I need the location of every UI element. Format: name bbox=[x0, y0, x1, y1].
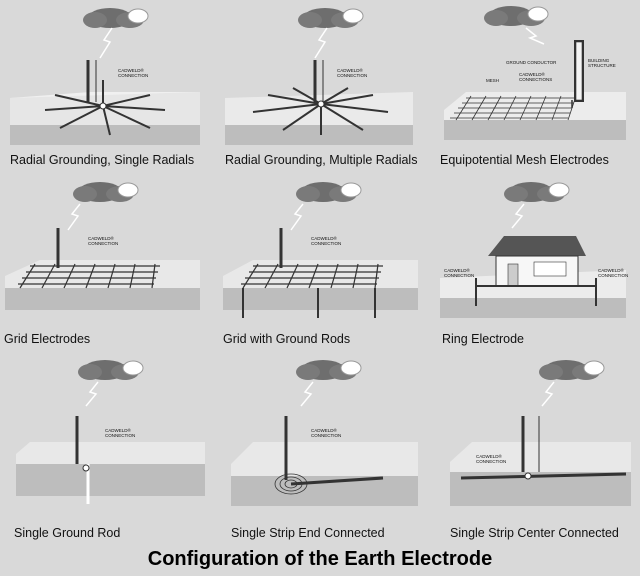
ring-conductor bbox=[475, 278, 597, 306]
panel-caption: Grid Electrodes bbox=[4, 332, 91, 346]
storm-cloud-icon bbox=[504, 182, 570, 202]
panel-strip-end: CADWELD® CONNECTION Single Strip End Con… bbox=[213, 356, 426, 540]
panel-caption: Single Strip Center Connected bbox=[450, 526, 619, 540]
ground-strip bbox=[290, 476, 384, 486]
panel-caption: Grid with Ground Rods bbox=[223, 332, 351, 346]
storm-cloud-icon bbox=[296, 182, 362, 202]
grid-lines bbox=[241, 263, 383, 289]
strip-center-diagram bbox=[450, 360, 631, 506]
panel-label: CONNECTION bbox=[444, 273, 475, 278]
grid-lines bbox=[18, 263, 160, 289]
mesh-diagram bbox=[444, 6, 626, 140]
ground-block bbox=[16, 442, 205, 464]
panel-caption: Radial Grounding, Multiple Radials bbox=[225, 153, 418, 167]
panel-label: CONNECTION bbox=[337, 73, 368, 78]
house-icon bbox=[488, 236, 586, 287]
panel-grid-rods: CADWELD® CONNECTION Grid with Ground Rod… bbox=[213, 178, 426, 356]
page-title: Configuration of the Earth Electrode bbox=[147, 548, 493, 570]
lightning-bolt bbox=[541, 381, 555, 407]
panel-radial-single: CADWELD® CONNECTION Radial Grounding, Si… bbox=[0, 0, 213, 178]
panel-label: CADWELD® bbox=[444, 268, 470, 273]
storm-cloud-icon bbox=[539, 360, 605, 380]
storm-cloud-icon bbox=[78, 360, 144, 380]
panel-label: CADWELD® bbox=[598, 268, 624, 273]
lightning-bolt bbox=[290, 203, 304, 231]
panel-label: CADWELD® bbox=[337, 68, 363, 73]
storm-cloud-icon bbox=[73, 182, 139, 202]
panel-label: CONNECTIONS bbox=[519, 77, 553, 82]
panel-label: CADWELD® bbox=[118, 68, 144, 73]
panel-label: CONNECTION bbox=[311, 433, 342, 438]
ring-diagram bbox=[440, 182, 626, 318]
panel-strip-center: CADWELD® CONNECTION Single Strip Center … bbox=[426, 356, 639, 540]
lightning-bolt bbox=[511, 203, 525, 229]
grid-rods-diagram bbox=[223, 182, 418, 318]
ground-block bbox=[231, 442, 418, 476]
panel-radial-multiple: CADWELD® CONNECTION Radial Grounding, Mu… bbox=[213, 0, 426, 178]
panel-caption: Radial Grounding, Single Radials bbox=[10, 153, 195, 167]
ground-block bbox=[223, 260, 418, 288]
storm-cloud-icon bbox=[484, 6, 549, 26]
panel-label: BUILDING bbox=[588, 58, 610, 63]
panel-caption: Single Strip End Connected bbox=[231, 526, 385, 540]
panel-label: CONNECTION bbox=[598, 273, 629, 278]
lightning-bolt bbox=[525, 27, 545, 45]
panel-label: CADWELD® bbox=[105, 428, 131, 433]
storm-cloud-icon bbox=[296, 360, 362, 380]
panel-label: CONNECTION bbox=[311, 241, 342, 246]
panel-caption: Equipotential Mesh Electrodes bbox=[440, 153, 609, 167]
single-rod-diagram bbox=[16, 360, 205, 504]
panel-label: CONNECTION bbox=[105, 433, 136, 438]
panel-label: CADWELD® bbox=[311, 236, 337, 241]
lightning-bolt bbox=[85, 381, 99, 407]
panel-label: CADWELD® bbox=[519, 72, 545, 77]
storm-cloud-icon bbox=[298, 8, 364, 28]
strip-end-diagram bbox=[231, 360, 418, 506]
ground-strip bbox=[460, 472, 627, 480]
panel-label: CADWELD® bbox=[476, 454, 502, 459]
panel-caption: Single Ground Rod bbox=[14, 526, 121, 540]
ground-block bbox=[450, 442, 631, 472]
panel-label: CONNECTION bbox=[88, 241, 119, 246]
panel-label: CADWELD® bbox=[88, 236, 114, 241]
panel-label: MESH bbox=[486, 78, 500, 83]
panel-label: STRUCTURE bbox=[588, 63, 616, 68]
panel-label: CONNECTION bbox=[476, 459, 507, 464]
panel-mesh: GROUND CONDUCTOR BUILDING STRUCTURE CADW… bbox=[426, 0, 639, 178]
panel-ring: CADWELD® CONNECTION CADWELD® CONNECTION … bbox=[426, 178, 639, 356]
radial-single-diagram bbox=[10, 8, 200, 145]
panel-caption: Ring Electrode bbox=[442, 332, 524, 346]
ground-block bbox=[225, 92, 413, 125]
radial-multiple-diagram bbox=[225, 8, 413, 145]
lightning-bolt bbox=[67, 203, 81, 231]
panel-label: GROUND CONDUCTOR bbox=[506, 60, 557, 65]
panel-grid: CADWELD® CONNECTION Grid Electrodes bbox=[0, 178, 213, 356]
storm-cloud-icon bbox=[83, 8, 149, 28]
lightning-bolt bbox=[300, 381, 314, 407]
panel-label: CADWELD® bbox=[311, 428, 337, 433]
panel-single-rod: CADWELD® CONNECTION Single Ground Rod bbox=[0, 356, 213, 540]
panel-label: CONNECTION bbox=[118, 73, 149, 78]
grid-diagram bbox=[5, 182, 200, 310]
ground-rods bbox=[242, 288, 376, 318]
lightning-bolt bbox=[314, 27, 328, 59]
lightning-bolt bbox=[99, 27, 113, 59]
